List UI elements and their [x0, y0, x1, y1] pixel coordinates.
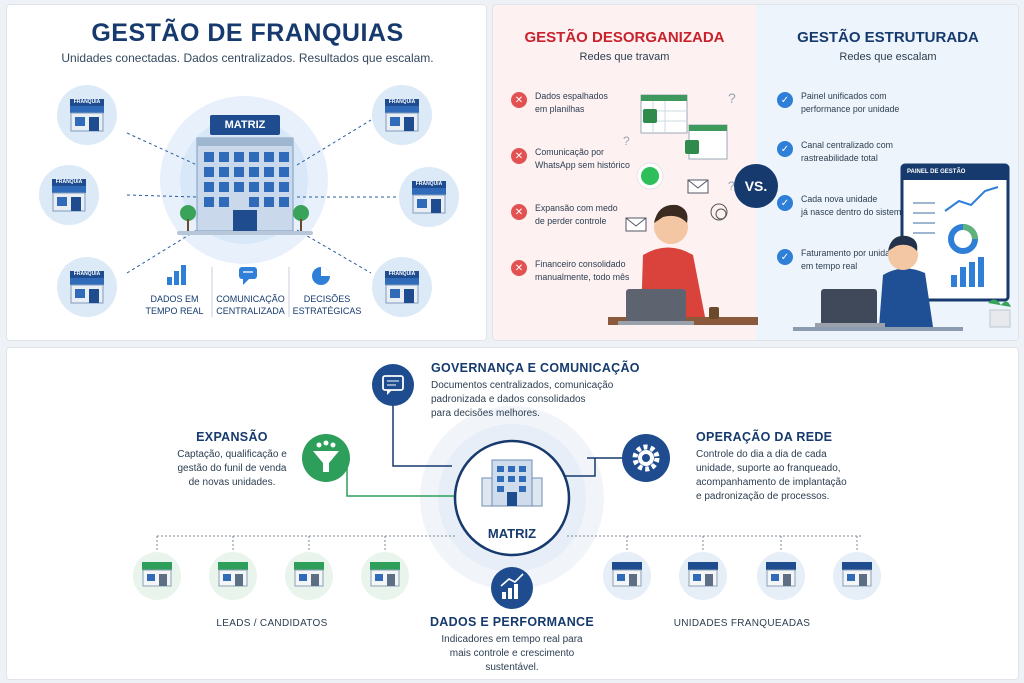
x-icon: ✕	[511, 148, 527, 164]
governance-block: GOVERNANÇA E COMUNICAÇÃO Documentos cent…	[431, 361, 691, 421]
store-sign: FRANQUIA	[388, 99, 416, 105]
vs-badge	[734, 164, 778, 208]
funnel-icon	[302, 434, 350, 482]
check-icon: ✓	[777, 249, 793, 265]
dashboard-board-illustration	[900, 163, 1010, 302]
comparison-panel: GESTÃO DESORGANIZADA Redes que travam GE…	[492, 4, 1019, 341]
right-title: GESTÃO ESTRUTURADA	[797, 29, 979, 46]
leads-label: LEADS / CANDIDATOS	[216, 618, 328, 629]
store-sign: FRANQUIA	[388, 271, 416, 277]
network-links	[126, 119, 399, 274]
franchise-network-diagram	[39, 85, 459, 317]
chat-icon	[239, 267, 257, 285]
connector-expansion	[346, 458, 457, 497]
lead-stores	[133, 552, 409, 600]
pie-chart-icon	[312, 267, 330, 285]
hq-label: MATRIZ	[224, 119, 266, 131]
confusion-scribble-icon	[710, 203, 728, 221]
growth-chart-icon	[491, 567, 533, 609]
store-bubbles	[39, 85, 459, 317]
connector-governance	[392, 403, 452, 467]
check-icon: ✓	[777, 92, 793, 108]
operation-block: OPERAÇÃO DA REDE Controle do dia a dia d…	[696, 430, 896, 504]
chat-bubble-icon	[372, 364, 414, 406]
comparison-illustrations: ? ? ?	[608, 90, 1011, 331]
whatsapp-icon	[636, 162, 664, 190]
hq-building-icon	[481, 459, 543, 507]
expansion-title: EXPANSÃO	[196, 430, 268, 444]
svg-text:?: ?	[728, 90, 736, 106]
check-icon: ✓	[777, 141, 793, 157]
store-sign: FRANQUIA	[73, 99, 101, 105]
stressed-person-illustration	[608, 204, 758, 325]
right-subtitle: Redes que escalam	[839, 51, 937, 63]
svg-text:?: ?	[623, 134, 630, 148]
hq-building-icon	[177, 115, 313, 235]
calm-person-illustration	[793, 235, 1011, 331]
franchise-unit-stores	[603, 552, 881, 600]
store-sign: FRANQUIA	[415, 181, 443, 187]
disorganized-side	[493, 5, 756, 340]
store-sign: FRANQUIA	[55, 179, 83, 185]
left-title: GESTÃO DESORGANIZADA	[524, 29, 725, 46]
performance-block: DADOS E PERFORMANCE Indicadores em tempo…	[402, 615, 622, 675]
operating-model-panel: MATRIZ GOVERNANÇA E COMUNICAÇÃO Document…	[6, 347, 1019, 680]
x-icon: ✕	[511, 92, 527, 108]
spreadsheet-icon	[640, 94, 728, 160]
svg-text:?: ?	[728, 179, 735, 193]
operation-title: OPERAÇÃO DA REDE	[696, 430, 833, 444]
check-icon: ✓	[777, 195, 793, 211]
governance-title: GOVERNANÇA E COMUNICAÇÃO	[431, 361, 640, 375]
x-icon: ✕	[511, 260, 527, 276]
franchise-panel: GESTÃO DE FRANQUIAS Unidades conectadas.…	[6, 4, 487, 341]
bar-chart-icon	[167, 265, 186, 285]
vs-label: VS.	[744, 178, 768, 194]
dashboard-title: PAINEL DE GESTÃO	[907, 169, 966, 175]
store-sign: FRANQUIA	[73, 271, 101, 277]
left-subtitle: Redes que travam	[579, 51, 670, 63]
performance-title: DADOS E PERFORMANCE	[429, 615, 595, 629]
x-icon: ✕	[511, 204, 527, 220]
hq-center-label: MATRIZ	[487, 526, 537, 541]
franchise-subtitle: Unidades conectadas. Dados centralizados…	[61, 51, 434, 65]
envelope-icon	[625, 179, 709, 232]
distribution-lines	[156, 535, 861, 552]
gear-icon	[622, 434, 670, 482]
units-label: UNIDADES FRANQUEADAS	[673, 618, 811, 629]
operating-model-diagram	[133, 364, 881, 609]
franchise-title: GESTÃO DE FRANQUIAS	[91, 19, 404, 47]
